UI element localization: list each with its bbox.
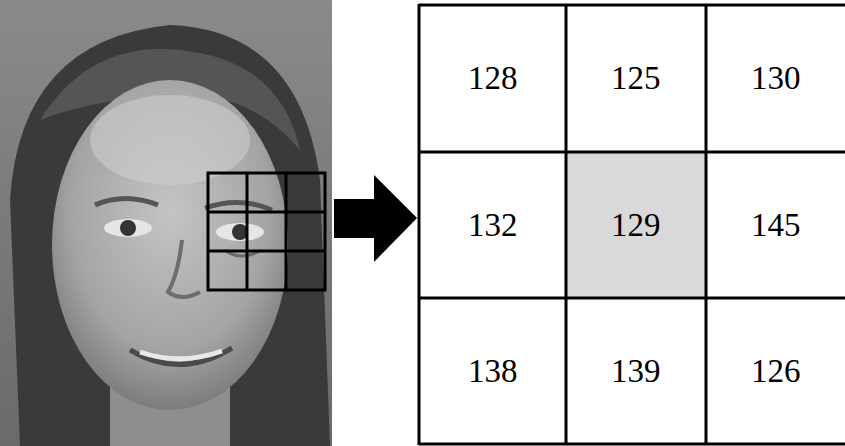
- face-photo: [0, 0, 332, 446]
- table-cell: 126: [751, 355, 801, 388]
- table-cell: 139: [611, 355, 661, 388]
- table-cell: 138: [468, 355, 518, 388]
- center-cell-shade: [566, 152, 706, 298]
- pointer-arrow: [334, 175, 417, 262]
- table-cell: 132: [468, 209, 518, 242]
- table-grid: [419, 4, 845, 445]
- pixel-grid: [208, 173, 325, 290]
- table-cell: 125: [611, 62, 661, 95]
- table-cell: 129: [611, 209, 661, 242]
- table-cell: 130: [751, 62, 801, 95]
- table-cell: 145: [751, 209, 801, 242]
- table-cell: 128: [468, 62, 518, 95]
